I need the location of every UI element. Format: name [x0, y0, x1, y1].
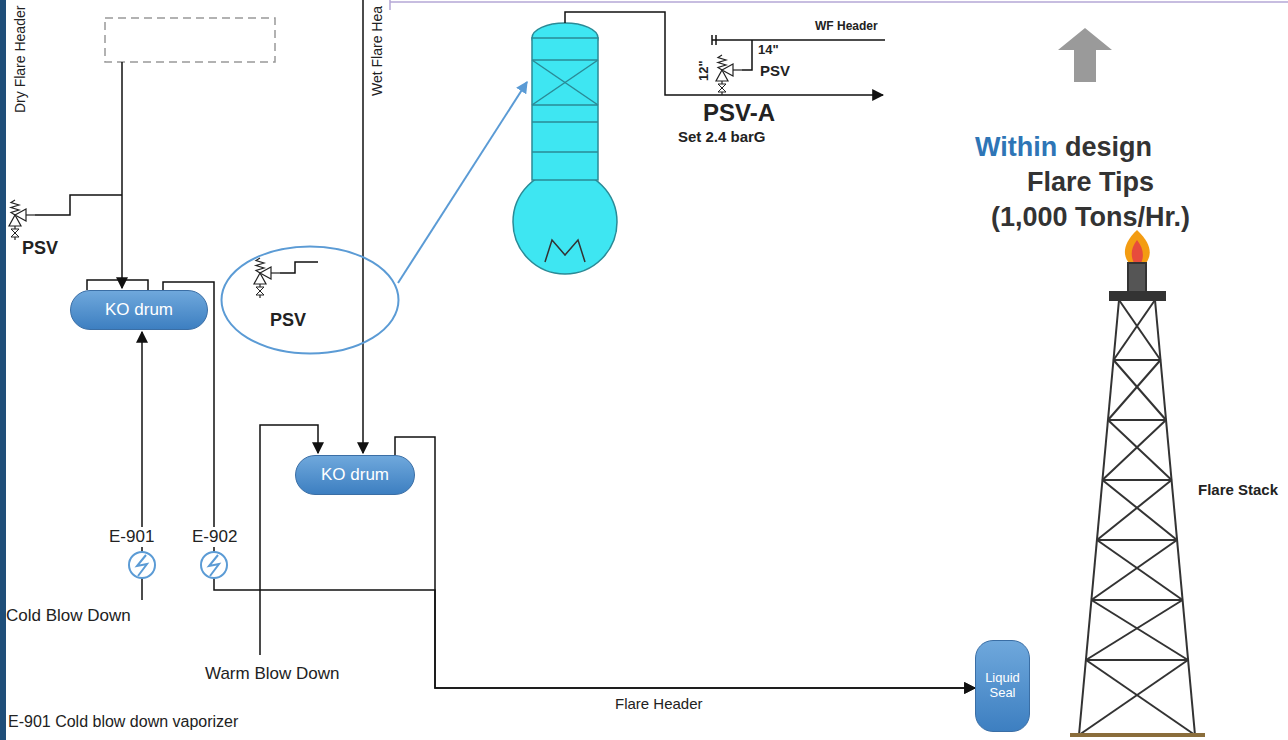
flare-header-line [163, 282, 975, 688]
diagram-label: Flare Header [615, 695, 703, 712]
ko-drum: KO drum [70, 290, 208, 330]
psv-outlet-line [742, 40, 752, 70]
diagram-label: 14" [758, 43, 779, 58]
header-end [711, 35, 713, 45]
ko-drum: KO drum [295, 455, 415, 495]
vaporizer-symbol [209, 555, 219, 576]
callout-leader [398, 82, 527, 283]
psv-outlet-line [280, 262, 318, 273]
node-text: Liquid Seal [980, 671, 1025, 701]
node-text: PSV [270, 310, 306, 331]
node-text: KO drum [105, 300, 173, 320]
diagram-label: Dry Flare Header [12, 6, 28, 113]
stack-base [1070, 733, 1205, 737]
flare-stack-tower [1079, 230, 1195, 735]
vaporizer-symbol [201, 552, 227, 578]
diagram-label: design [1065, 132, 1152, 163]
liquid-seal: Liquid Seal [975, 640, 1030, 732]
dry-flare-line [121, 62, 123, 288]
diagram-label: PSV-A [703, 99, 775, 127]
header-end [715, 35, 717, 45]
edge-band [0, 0, 6, 740]
frame-line [390, 1, 1288, 3]
frame-line [389, 0, 391, 10]
diagram-label: WF Header [815, 20, 878, 34]
diagram-label: E-901 Cold blow down vaporizer [8, 713, 238, 731]
diagram-label: Within [975, 132, 1057, 163]
psv-symbol [9, 200, 35, 240]
diagram-label: PSV [760, 62, 790, 79]
wet-flare-line [362, 0, 364, 453]
diagram-label: (1,000 Tons/Hr.) [991, 202, 1190, 233]
ellipse-outline [222, 247, 399, 354]
up-arrow [1058, 28, 1112, 82]
psv-outlet-line [35, 195, 122, 215]
psv-symbol [716, 55, 742, 95]
wf-header-line [712, 39, 885, 41]
dashed-box [105, 18, 275, 62]
diagram-label: Flare Tips [1027, 167, 1154, 198]
diagram-label: E-901 [107, 527, 156, 547]
diagram-label: E-902 [190, 527, 239, 547]
callout-ellipse: PSV [220, 245, 400, 355]
drum-nozzle [87, 280, 148, 290]
diagram-label: Warm Blow Down [205, 664, 339, 684]
diagram-label: Cold Blow Down [6, 606, 131, 626]
diagram-label: Flare Stack [1198, 481, 1278, 498]
overhead-line [565, 12, 883, 95]
flare-header-line [395, 437, 975, 688]
diagram-label: 12" [697, 60, 712, 81]
psv-symbol [254, 258, 280, 298]
vaporizer-symbol [129, 552, 155, 578]
diagram-label: Wet Flare Hea [369, 6, 385, 96]
diagram-label: Set 2.4 barG [678, 128, 766, 145]
node-text: KO drum [321, 465, 389, 485]
diagram-label: PSV [22, 238, 58, 259]
distillation-column [513, 23, 617, 274]
vaporizer-symbol [137, 555, 147, 576]
ellipse-outline [220, 245, 400, 355]
